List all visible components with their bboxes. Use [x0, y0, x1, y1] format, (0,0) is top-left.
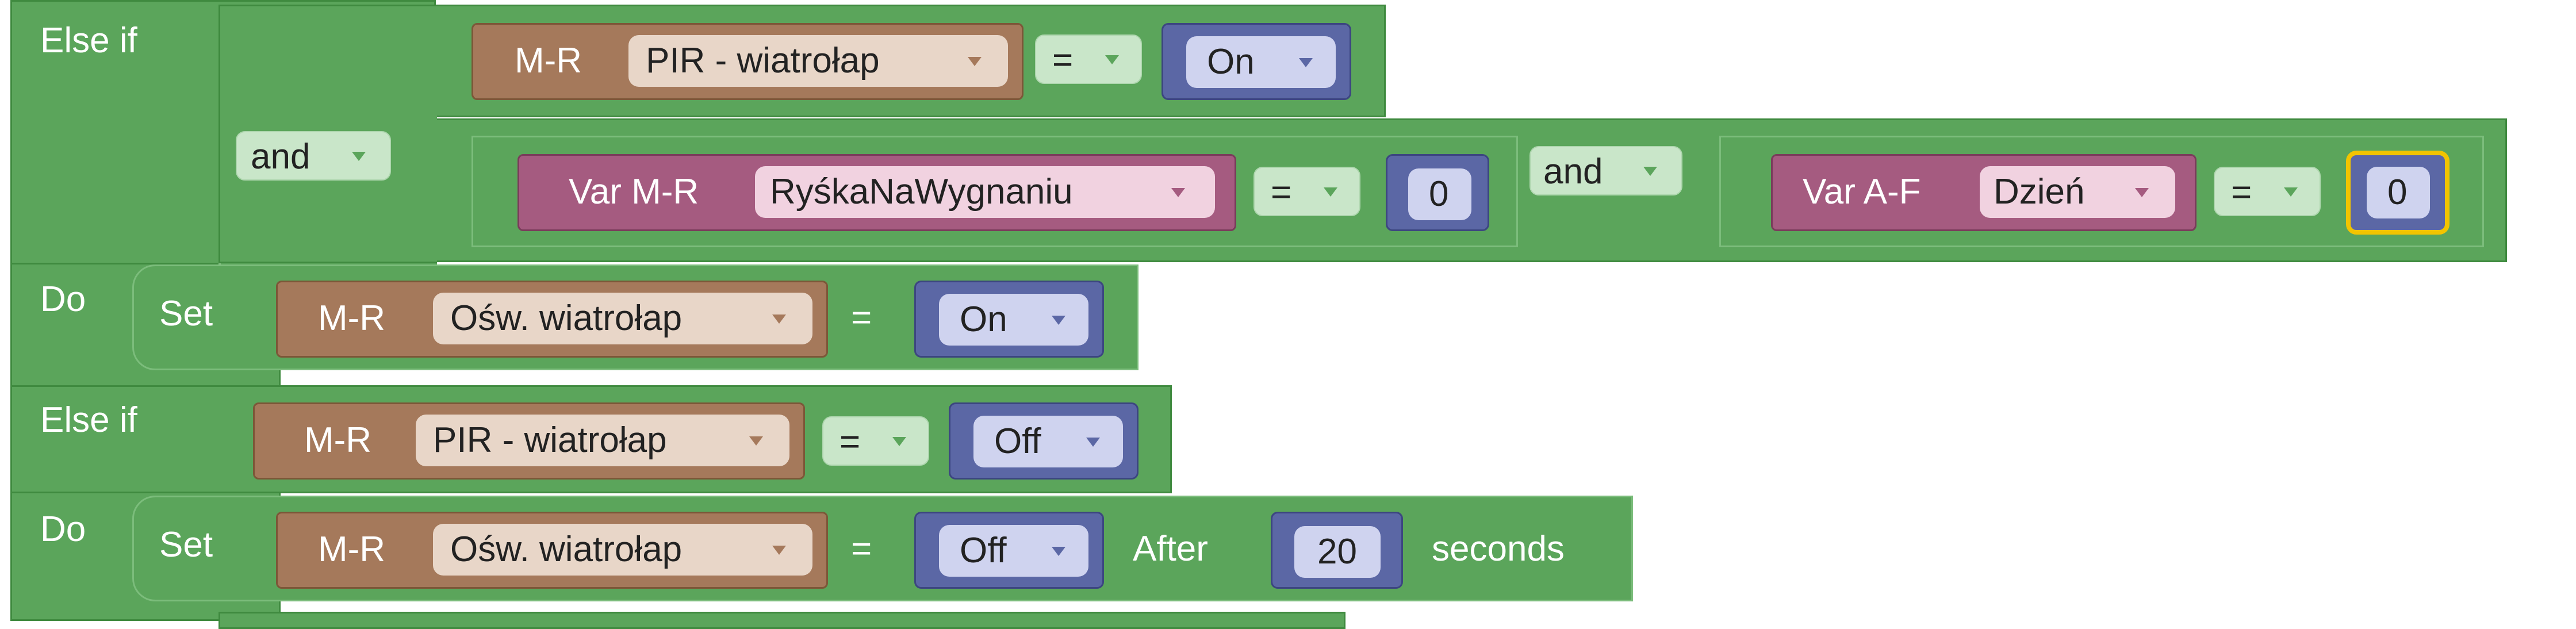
dropdown-arrow-icon: [749, 436, 763, 446]
variable-name: Dzień: [1994, 172, 2085, 212]
compare-operator: =: [1052, 40, 1074, 80]
variable-type-label: Var M-R: [569, 172, 699, 212]
device-block[interactable]: M-R PIR - wiatrołap: [253, 402, 805, 480]
value-text: Off: [994, 421, 1041, 461]
device-name: Ośw. wiatrołap: [450, 298, 683, 338]
dropdown-arrow-icon: [1086, 438, 1100, 447]
device-type-label: M-R: [318, 530, 386, 569]
variable-name: RyśkaNaWygnaniu: [770, 172, 1073, 212]
after-label: After: [1133, 529, 1208, 569]
device-block[interactable]: M-R Ośw. wiatrołap: [276, 512, 828, 589]
dropdown-arrow-icon: [2135, 188, 2149, 197]
value-block[interactable]: On: [1162, 23, 1351, 100]
dropdown-arrow-icon: [1299, 58, 1313, 67]
number-value: 0: [1429, 174, 1449, 214]
and-operator-dropdown-inner[interactable]: and: [1529, 146, 1682, 195]
else-if-label: Else if: [40, 400, 137, 440]
value-text: On: [1207, 42, 1255, 82]
device-name: Ośw. wiatrołap: [450, 530, 683, 569]
and-operator-label: and: [251, 137, 310, 177]
dropdown-arrow-icon: [2284, 187, 2298, 197]
delay-number-field[interactable]: 20: [1294, 526, 1381, 578]
value-text: Off: [960, 531, 1007, 570]
value-block[interactable]: On: [914, 281, 1104, 358]
dropdown-arrow-icon: [1052, 316, 1065, 325]
dropdown-arrow-icon: [1052, 547, 1065, 556]
do-label: Do: [40, 279, 86, 319]
device-block[interactable]: M-R Ośw. wiatrołap: [276, 281, 828, 358]
value-dropdown[interactable]: On: [939, 294, 1088, 346]
delay-unit-label: seconds: [1432, 529, 1565, 569]
delay-number-block[interactable]: 20: [1271, 512, 1403, 589]
dropdown-arrow-icon: [968, 57, 982, 66]
compare-operator-dropdown[interactable]: =: [1035, 34, 1142, 84]
compare-operator: =: [839, 422, 861, 462]
compare-operator-dropdown[interactable]: =: [822, 416, 929, 466]
device-type-label: M-R: [515, 41, 582, 80]
and-operator-dropdown[interactable]: and: [236, 131, 391, 181]
value-dropdown[interactable]: Off: [973, 416, 1123, 467]
selected-number-block[interactable]: 0: [2346, 151, 2450, 235]
device-type-label: M-R: [304, 420, 372, 460]
dropdown-arrow-icon: [1324, 187, 1337, 197]
dropdown-arrow-icon: [772, 546, 786, 555]
variable-dropdown[interactable]: Dzień: [1980, 166, 2175, 218]
device-block[interactable]: M-R PIR - wiatrołap: [471, 23, 1023, 100]
value-block[interactable]: Off: [914, 512, 1104, 589]
device-dropdown[interactable]: Ośw. wiatrołap: [433, 293, 812, 344]
compare-operator-dropdown[interactable]: =: [1254, 167, 1360, 216]
value-block[interactable]: Off: [949, 402, 1138, 480]
delay-value: 20: [1317, 532, 1357, 572]
set-label: Set: [159, 294, 213, 333]
device-type-label: M-R: [318, 298, 386, 338]
number-value: 0: [2387, 172, 2408, 212]
variable-dropdown[interactable]: RyśkaNaWygnaniu: [755, 166, 1215, 218]
compare-operator-dropdown[interactable]: =: [2214, 167, 2321, 216]
number-field[interactable]: 0: [1408, 168, 1471, 220]
set-label: Set: [159, 525, 213, 565]
dropdown-arrow-icon: [1105, 55, 1119, 64]
value-dropdown[interactable]: Off: [939, 525, 1088, 577]
value-dropdown[interactable]: On: [1186, 36, 1336, 88]
variable-block[interactable]: Var A-F Dzień: [1771, 154, 2196, 231]
assign-operator: =: [851, 298, 872, 337]
device-dropdown[interactable]: PIR - wiatrołap: [416, 415, 789, 466]
and-operator-label: and: [1543, 152, 1603, 191]
dropdown-arrow-icon: [1643, 167, 1657, 176]
dropdown-arrow-icon: [1171, 188, 1185, 197]
do-label: Do: [40, 509, 86, 549]
assign-operator: =: [851, 529, 872, 569]
number-field[interactable]: 0: [2367, 167, 2430, 218]
next-block-edge: [218, 612, 1346, 629]
value-text: On: [960, 300, 1007, 339]
dropdown-arrow-icon: [772, 314, 786, 324]
device-dropdown[interactable]: PIR - wiatrołap: [628, 35, 1008, 87]
number-block[interactable]: 0: [1386, 154, 1489, 231]
device-dropdown[interactable]: Ośw. wiatrołap: [433, 524, 812, 576]
dropdown-arrow-icon: [892, 437, 906, 446]
device-name: PIR - wiatrołap: [646, 41, 880, 80]
else-if-label: Else if: [40, 21, 137, 60]
compare-operator: =: [1271, 172, 1292, 212]
dropdown-arrow-icon: [352, 152, 366, 161]
variable-type-label: Var A-F: [1803, 172, 1921, 212]
variable-block[interactable]: Var M-R RyśkaNaWygnaniu: [518, 154, 1236, 231]
device-name: PIR - wiatrołap: [433, 420, 667, 460]
compare-operator: =: [2231, 172, 2252, 212]
